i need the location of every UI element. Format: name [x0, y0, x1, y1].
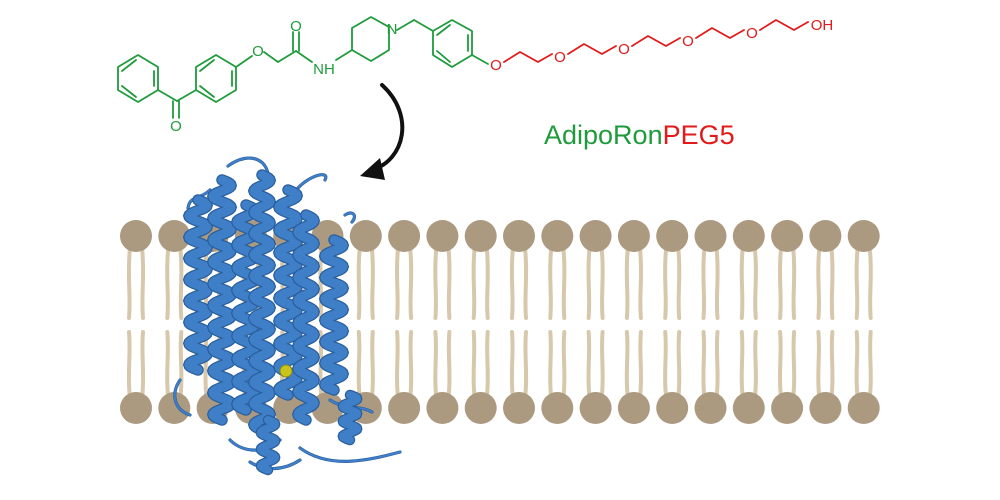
curved-arrow-icon: [360, 83, 405, 180]
lipid: [426, 220, 459, 424]
atom-label-ketone-o: O: [170, 118, 182, 135]
chemical-structure: O O O NH N O O O O O OH: [117, 16, 834, 135]
atom-label-terminal-oh: OH: [811, 17, 834, 34]
atom-label-amide-nh: NH: [313, 61, 335, 78]
protein-ribbon-icon: [173, 156, 402, 476]
lipid: [388, 220, 421, 424]
atom-label-peg-o-4: O: [682, 33, 694, 50]
lipid: [120, 220, 152, 424]
ligand-sphere: [279, 364, 293, 378]
compound-name: AdipoRonPEG5: [544, 119, 735, 151]
lipid: [809, 220, 842, 424]
lipid: [464, 220, 497, 424]
compound-name-peg5: PEG5: [662, 120, 735, 150]
adiporon-moiety: [117, 16, 489, 119]
atom-label-peg-o-3: O: [618, 41, 630, 58]
atom-label-peg-o-1: O: [490, 57, 502, 74]
lipid: [503, 220, 535, 424]
atom-label-amide-o: O: [290, 18, 302, 35]
atom-label-peg-o-5: O: [746, 25, 758, 42]
lipid: [541, 220, 574, 424]
atom-label-piperidine-n: N: [387, 21, 398, 38]
lipid: [158, 220, 191, 424]
lipid: [349, 220, 382, 424]
atom-label-peg-o-2: O: [554, 49, 566, 66]
lipid: [579, 220, 612, 424]
peg5-moiety: [503, 19, 809, 63]
lipid: [694, 220, 727, 424]
lipid: [771, 220, 804, 424]
atom-label-ether-o-1: O: [252, 43, 264, 60]
lipid: [617, 220, 650, 424]
lipid: [847, 220, 880, 424]
compound-name-adiporon: AdipoRon: [544, 120, 663, 150]
lipid: [656, 220, 689, 424]
lipid: [732, 220, 765, 424]
